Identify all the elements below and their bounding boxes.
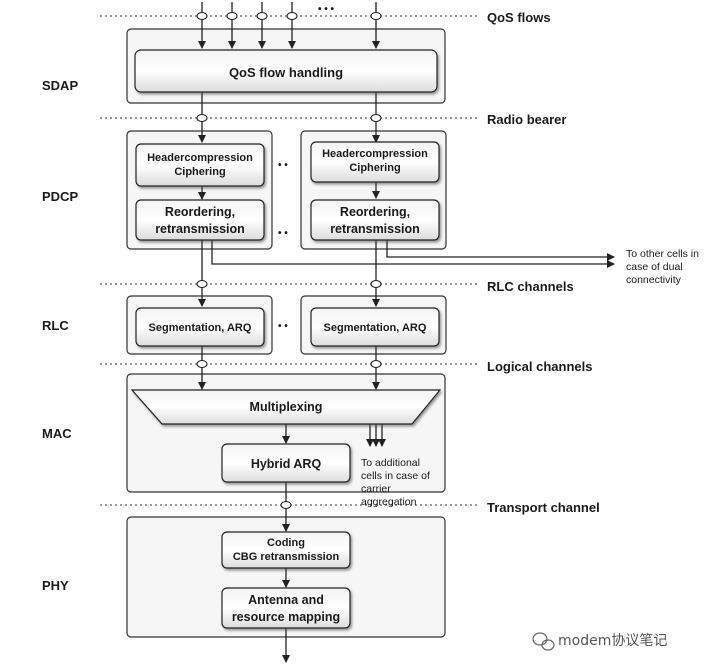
qos-flow-handling-block [134, 49, 438, 93]
multiplexing-block [130, 389, 442, 425]
watermark: modem协议笔记 [532, 632, 667, 651]
pdcp-right-retransmission-text: retransmission [330, 222, 420, 236]
logical-channels-label: Logical channels [487, 359, 592, 374]
dual-connectivity-note-3: connectivity [626, 274, 682, 286]
pdcp-left-reorder-block [135, 199, 265, 241]
pdcp-left-header-block [135, 143, 265, 187]
cbg-retransmission-text: CBG retransmission [233, 551, 340, 563]
dual-connectivity-note-2: case of dual [626, 261, 683, 273]
pdcp-right-ciphering-text: Ciphering [349, 162, 400, 174]
sdap-label: SDAP [42, 78, 78, 93]
multiplexing-text: Multiplexing [250, 400, 323, 414]
pdcp-left-retransmission-text: retransmission [155, 222, 245, 236]
channel-markers [196, 11, 382, 510]
coding-text: Coding [267, 537, 305, 549]
rlc-right-seg-text: Segmentation, ARQ [324, 322, 427, 334]
qos-flow-handling-text: QoS flow handling [229, 65, 343, 80]
carrier-aggregation-note-1: To additional [361, 457, 420, 469]
rlc-ellipsis: • • [278, 321, 288, 332]
transport-channel-label: Transport channel [487, 500, 600, 515]
qos-flows-label: QoS flows [487, 10, 551, 25]
pdcp-reorder-ellipsis: • • [278, 228, 288, 239]
phy-label: PHY [42, 578, 69, 593]
radio-bearer-label: Radio bearer [487, 112, 566, 127]
resource-mapping-text: resource mapping [232, 610, 340, 624]
pdcp-right-reorder-block [310, 199, 440, 241]
pdcp-left-reordering-text: Reordering, [165, 205, 235, 219]
wechat-icon [532, 632, 555, 651]
rlc-label: RLC [42, 318, 69, 333]
qos-flows-ellipsis: • • • [318, 4, 335, 15]
coding-block [221, 531, 351, 569]
pdcp-label: PDCP [42, 189, 78, 204]
pdcp-header-ellipsis: • • [278, 160, 288, 171]
rlc-right-seg-block [310, 307, 440, 347]
carrier-aggregation-note-2: cells in case of [361, 470, 430, 482]
carrier-aggregation-note-3: carrier [361, 483, 391, 495]
channel-separators [100, 15, 478, 506]
flow-arrows [198, 2, 615, 663]
watermark-text: modem协议笔记 [558, 633, 667, 649]
carrier-aggregation-note-4: aggregation [361, 496, 417, 508]
dual-connectivity-note-1: To other cells in [626, 248, 699, 260]
pdcp-left-ciphering-text: Ciphering [174, 166, 225, 178]
rlc-channels-label: RLC channels [487, 279, 574, 294]
pdcp-left-header-text: Headercompression [147, 152, 253, 164]
hybrid-arq-text: Hybrid ARQ [251, 457, 322, 471]
antenna-text: Antenna and [248, 593, 324, 607]
antenna-mapping-block [221, 587, 351, 629]
pdcp-right-header-text: Headercompression [322, 148, 428, 160]
rlc-left-seg-block [135, 307, 265, 347]
hybrid-arq-block [221, 443, 351, 483]
pdcp-right-reordering-text: Reordering, [340, 205, 410, 219]
pdcp-right-header-block [310, 141, 440, 183]
mac-label: MAC [42, 426, 72, 441]
rlc-left-seg-text: Segmentation, ARQ [149, 322, 252, 334]
